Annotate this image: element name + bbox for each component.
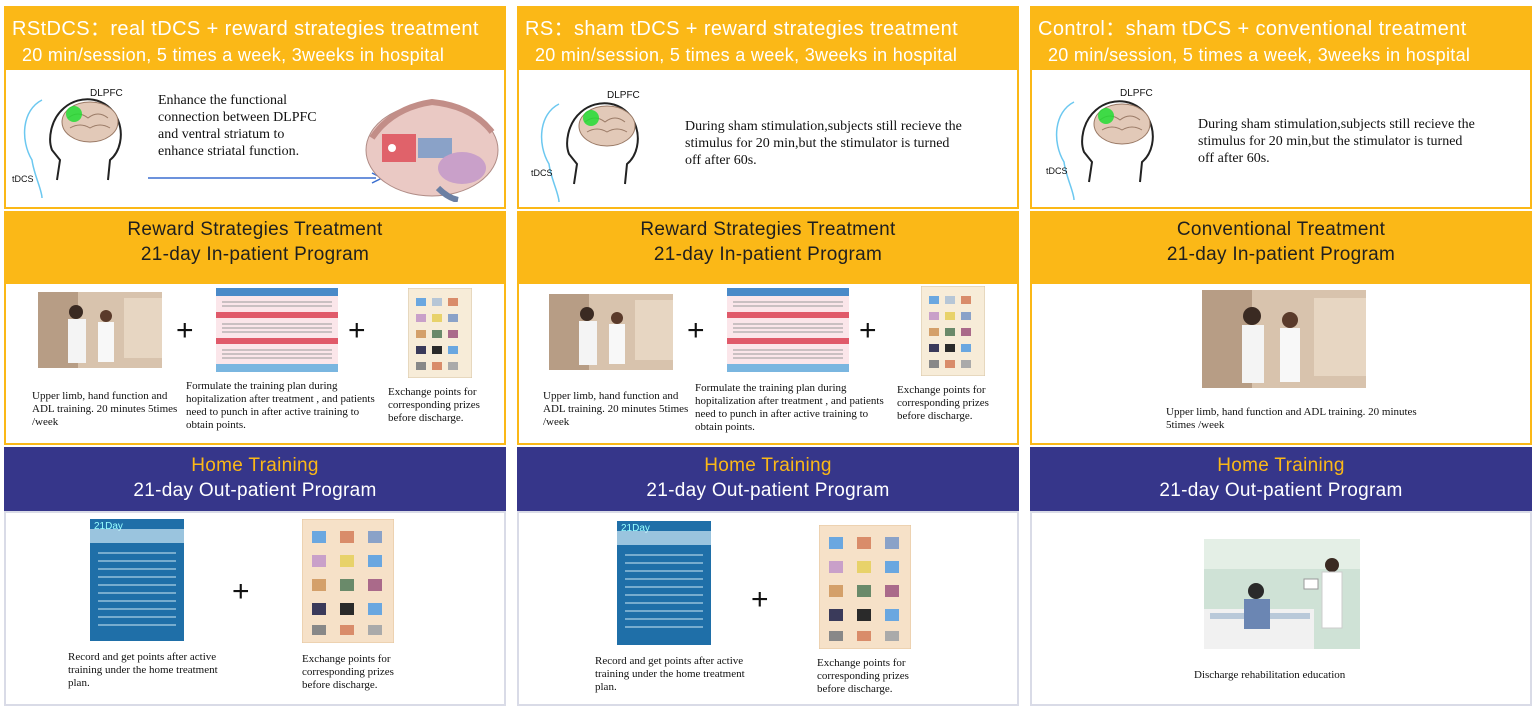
treatment-panel: + + Upper limb, hand function and ADL tr…	[517, 282, 1019, 445]
home-band: Home Training 21-day Out-patient Program	[4, 447, 506, 511]
record-title: 21Day	[94, 521, 123, 532]
record-table-image	[617, 531, 711, 628]
column-control: Control：sham tDCS + conventional treatme…	[1026, 0, 1535, 709]
column-rs: RS：sham tDCS + reward strategies treatme…	[513, 0, 1023, 709]
home-prize-image	[302, 519, 394, 643]
group-header: Control：sham tDCS + conventional treatme…	[1030, 6, 1532, 68]
group-header: RStDCS：real tDCS + reward strategies tre…	[4, 6, 506, 68]
plus-sign: +	[687, 314, 705, 347]
head-brain-icon	[23, 98, 122, 199]
group-schedule: 20 min/session, 5 times a week, 3weeks i…	[22, 45, 445, 65]
home-title: Home Training	[1217, 455, 1345, 476]
points-chart-image	[727, 288, 849, 372]
prize-chart-image	[408, 288, 472, 378]
treatment-program: 21-day In-patient Program	[140, 244, 370, 265]
exchange-caption: Exchange points for corresponding prizes…	[897, 384, 989, 422]
home-panel: Discharge rehabilitation education	[1030, 511, 1532, 706]
plus-sign: +	[859, 314, 877, 347]
record-title: 21Day	[621, 523, 650, 534]
stimulation-panel: DLPFC tDCS During sham stimulation,subje…	[517, 68, 1019, 209]
treatment-title: Conventional Treatment	[1176, 219, 1386, 240]
group-title: Control：sham tDCS + conventional treatme…	[1038, 18, 1467, 40]
treatment-program: 21-day In-patient Program	[1166, 244, 1396, 265]
home-panel: 21Day + Record and get points after acti…	[517, 511, 1019, 706]
stimulation-description: Enhance the functional connection betwee…	[158, 93, 317, 159]
training-caption: Upper limb, hand function and ADL traini…	[543, 390, 689, 428]
treatment-panel: Upper limb, hand function and ADL traini…	[1030, 282, 1532, 445]
prize-chart-image	[921, 286, 985, 376]
brain-section-image	[365, 98, 499, 202]
home-title: Home Training	[191, 455, 319, 476]
exchange-caption: Exchange points for corresponding prizes…	[388, 386, 480, 424]
home-record-image: 21Day	[90, 519, 184, 641]
stimulation-description: During sham stimulation,subjects still r…	[1198, 117, 1475, 166]
home-band: Home Training 21-day Out-patient Program	[517, 447, 1019, 511]
tdcs-label: tDCS	[1046, 166, 1068, 176]
home-program: 21-day Out-patient Program	[133, 480, 377, 501]
treatment-band: Reward Strategies Treatment 21-day In-pa…	[517, 211, 1019, 282]
treatment-title: Reward Strategies Treatment	[640, 219, 896, 240]
training-caption: Upper limb, hand function and ADL traini…	[32, 390, 178, 428]
home-exchange-caption: Exchange points for corresponding prizes…	[302, 653, 394, 691]
group-schedule: 20 min/session, 5 times a week, 3weeks i…	[535, 45, 958, 65]
treatment-title: Reward Strategies Treatment	[127, 219, 383, 240]
arrow-icon	[148, 172, 384, 184]
home-prize-image	[819, 525, 911, 649]
points-chart-image	[216, 288, 338, 372]
dlpfc-label: DLPFC	[90, 88, 123, 99]
dlpfc-label: DLPFC	[1120, 88, 1153, 99]
home-band: Home Training 21-day Out-patient Program	[1030, 447, 1532, 511]
stimulation-panel: DLPFC tDCS Enhance the functional connec…	[4, 68, 506, 209]
stimulation-panel: DLPFC tDCS During sham stimulation,subje…	[1030, 68, 1532, 209]
education-caption: Discharge rehabilitation education	[1194, 669, 1346, 681]
group-title: RS：sham tDCS + reward strategies treatme…	[525, 18, 959, 40]
home-title: Home Training	[704, 455, 832, 476]
record-table-image	[90, 529, 184, 626]
plus-sign: +	[232, 575, 250, 608]
treatment-band: Reward Strategies Treatment 21-day In-pa…	[4, 211, 506, 282]
home-record-image: 21Day	[617, 521, 711, 645]
group-title: RStDCS：real tDCS + reward strategies tre…	[12, 18, 479, 40]
treatment-program: 21-day In-patient Program	[653, 244, 883, 265]
home-record-caption: Record and get points after active train…	[68, 651, 218, 689]
head-brain-icon	[540, 102, 639, 203]
plan-caption: Formulate the training plan during hopit…	[186, 380, 375, 431]
group-header: RS：sham tDCS + reward strategies treatme…	[517, 6, 1019, 68]
stimulation-description: During sham stimulation,subjects still r…	[685, 119, 962, 168]
therapy-photo	[1202, 290, 1366, 388]
education-photo	[1204, 539, 1360, 649]
treatment-band: Conventional Treatment 21-day In-patient…	[1030, 211, 1532, 282]
home-panel: 21Day + Record and get points after acti…	[4, 511, 506, 706]
plus-sign: +	[751, 583, 769, 616]
therapy-photo	[38, 292, 162, 368]
dlpfc-label: DLPFC	[607, 90, 640, 101]
column-rstdcs: RStDCS：real tDCS + reward strategies tre…	[0, 0, 510, 709]
training-caption: Upper limb, hand function and ADL traini…	[1166, 406, 1417, 431]
head-brain-icon	[1055, 100, 1154, 201]
home-program: 21-day Out-patient Program	[646, 480, 890, 501]
plus-sign: +	[348, 314, 366, 347]
home-program: 21-day Out-patient Program	[1159, 480, 1403, 501]
home-record-caption: Record and get points after active train…	[595, 655, 745, 693]
tdcs-label: tDCS	[531, 168, 553, 178]
group-schedule: 20 min/session, 5 times a week, 3weeks i…	[1048, 45, 1471, 65]
plus-sign: +	[176, 314, 194, 347]
tdcs-label: tDCS	[12, 174, 34, 184]
plan-caption: Formulate the training plan during hopit…	[695, 382, 884, 433]
home-exchange-caption: Exchange points for corresponding prizes…	[817, 657, 909, 695]
treatment-panel: + + Upper limb, hand function and ADL tr…	[4, 282, 506, 445]
therapy-photo	[549, 294, 673, 370]
